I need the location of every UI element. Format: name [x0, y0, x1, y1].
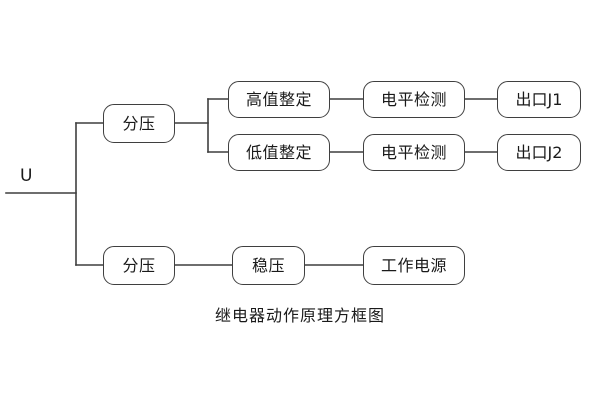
node-output-j2[interactable]: 出口J2 — [497, 134, 581, 171]
node-level-detect-high[interactable]: 电平检测 — [363, 81, 465, 118]
node-high-setting[interactable]: 高值整定 — [228, 81, 330, 118]
node-low-setting[interactable]: 低值整定 — [228, 134, 330, 171]
node-output-j1[interactable]: 出口J1 — [497, 81, 581, 118]
input-label-u: U — [20, 166, 33, 186]
node-divider-bottom[interactable]: 分压 — [103, 246, 175, 285]
node-divider-top[interactable]: 分压 — [103, 104, 175, 143]
node-working-power[interactable]: 工作电源 — [363, 246, 465, 285]
node-regulator[interactable]: 稳压 — [232, 246, 305, 285]
node-level-detect-low[interactable]: 电平检测 — [363, 134, 465, 171]
diagram-caption: 继电器动作原理方框图 — [214, 306, 385, 325]
